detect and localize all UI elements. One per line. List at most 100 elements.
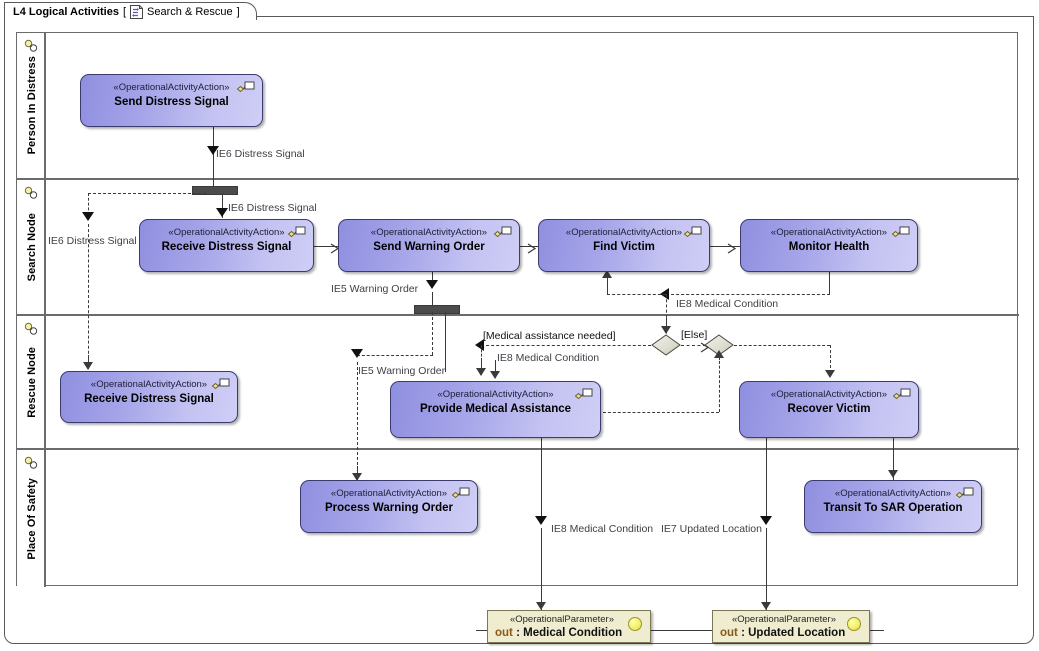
edge-segment [766, 528, 767, 610]
action-pin-icon [451, 487, 470, 499]
swimlane-rescue-node: Rescue Node [17, 316, 1019, 450]
object-flow-segment [88, 193, 206, 194]
activity-diagram-icon [130, 4, 144, 19]
action-stereotype: «OperationalActivityAction» [834, 488, 952, 499]
action-send-distress-signal[interactable]: «OperationalActivityAction» Send Distres… [80, 74, 263, 127]
arrowhead [536, 602, 546, 610]
swimlane-header-search-node[interactable]: Search Node [17, 180, 46, 314]
action-pin-icon [493, 226, 512, 238]
role-part-icon [24, 456, 38, 469]
arrowhead [207, 146, 219, 155]
swimlane-label: Person In Distress [25, 56, 38, 155]
diagram-frame-tab[interactable]: L4 Logical Activities [ Search & Rescue … [4, 2, 257, 20]
arrowhead [888, 470, 898, 478]
arrowhead [351, 349, 363, 358]
parameter-direction: out [495, 627, 513, 639]
arrowhead [661, 326, 671, 334]
action-name: Transit To SAR Operation [823, 502, 963, 514]
action-name: Monitor Health [788, 241, 870, 253]
action-find-victim[interactable]: «OperationalActivityAction» Find Victim [538, 219, 710, 272]
action-process-warning-order[interactable]: «OperationalActivityAction» Process Warn… [300, 480, 478, 533]
edge-segment [520, 246, 538, 247]
action-pin-icon [287, 226, 306, 238]
action-stereotype: «OperationalActivityAction» [565, 227, 683, 238]
role-part-icon [24, 39, 38, 52]
diagram-frame-label: L4 Logical Activities [13, 5, 119, 18]
parameter-stereotype: «OperationalParameter» [509, 614, 615, 625]
guard-medical-assistance-needed: [Medical assistance needed] [483, 330, 616, 342]
arrowhead-open [527, 241, 537, 254]
swimlane-label: Rescue Node [25, 346, 38, 418]
action-monitor-health[interactable]: «OperationalActivityAction» Monitor Heal… [740, 219, 918, 272]
action-transit-to-sar-operation[interactable]: «OperationalActivityAction» Transit To S… [804, 480, 982, 533]
parameter-ball-icon [847, 617, 861, 631]
arrowhead [714, 350, 724, 358]
parameter-name: : Updated Location [741, 627, 846, 639]
edge-segment [893, 438, 894, 480]
action-stereotype: «OperationalActivityAction» [370, 227, 488, 238]
action-name: Receive Distress Signal [161, 241, 292, 253]
arrowhead [825, 370, 835, 378]
parameter-direction: out [720, 627, 738, 639]
decision-node-medical[interactable] [651, 334, 681, 356]
flow-label-ie7-updated-out: IE7 Updated Location [661, 523, 762, 535]
action-name: Process Warning Order [324, 502, 454, 514]
swimlane-label: Place Of Safety [25, 477, 38, 560]
bracket-close: ] [236, 5, 240, 18]
fork-bar-warning-order [414, 305, 460, 314]
arrowhead [602, 270, 612, 278]
action-receive-distress-signal-rescue[interactable]: «OperationalActivityAction» Receive Dist… [60, 371, 238, 423]
arrowhead [475, 339, 484, 351]
arrowhead [760, 516, 772, 525]
action-pin-icon [574, 388, 593, 400]
fork-bar-distress [192, 186, 238, 195]
bracket-open: [ [122, 5, 127, 18]
action-stereotype: «OperationalActivityAction» [330, 488, 448, 499]
swimlane-header-rescue-node[interactable]: Rescue Node [17, 316, 46, 448]
action-name: Recover Victim [787, 403, 871, 415]
edge-segment [766, 438, 767, 516]
object-flow-segment [88, 193, 89, 220]
swimlane-header-place-of-safety[interactable]: Place Of Safety [17, 450, 46, 587]
swimlane-search-node: Search Node [17, 180, 1019, 316]
object-flow-segment [681, 345, 706, 346]
flow-label-ie6-distress-mid: IE6 Distress Signal [228, 202, 317, 214]
action-pin-icon [892, 388, 911, 400]
action-name: Receive Distress Signal [84, 393, 214, 405]
role-part-icon [24, 186, 38, 199]
action-name: Find Victim [593, 241, 655, 253]
flow-label-ie6-distress-left: IE6 Distress Signal [48, 235, 137, 247]
guard-else: [Else] [681, 329, 708, 341]
action-stereotype: «OperationalActivityAction» [113, 82, 230, 93]
action-name: Provide Medical Assistance [419, 403, 572, 415]
edge-segment [650, 630, 712, 631]
parameter-out-medical-condition[interactable]: «OperationalParameter» out : Medical Con… [487, 610, 651, 643]
action-recover-victim[interactable]: «OperationalActivityAction» Recover Vict… [739, 381, 919, 438]
edge-segment [445, 312, 446, 372]
diagram-frame-context: Search & Rescue [147, 5, 233, 18]
parameter-name: : Medical Condition [516, 627, 623, 639]
action-provide-medical-assistance[interactable]: «OperationalActivityAction» Provide Medi… [390, 381, 601, 438]
swimlane-place-of-safety: Place Of Safety [17, 450, 1019, 587]
edge-segment [870, 630, 884, 631]
action-stereotype: «OperationalActivityAction» [770, 227, 888, 238]
parameter-ball-icon [628, 617, 642, 631]
edge-segment [213, 158, 214, 186]
parameter-out-updated-location[interactable]: «OperationalParameter» out : Updated Loc… [712, 610, 870, 643]
action-receive-distress-signal-search[interactable]: «OperationalActivityAction» Receive Dist… [139, 219, 314, 272]
action-send-warning-order[interactable]: «OperationalActivityAction» Send Warning… [338, 219, 520, 272]
object-flow-segment [603, 412, 719, 413]
swimlane-header-person-in-distress[interactable]: Person In Distress [17, 33, 46, 178]
arrowhead [426, 280, 438, 289]
object-flow-segment [432, 312, 433, 355]
edge-segment [710, 246, 740, 247]
arrowhead [490, 371, 500, 379]
action-name: Send Distress Signal [114, 96, 229, 108]
edge-segment [495, 360, 496, 378]
edge-segment [432, 292, 433, 305]
flow-label-ie5-warning-search: IE5 Warning Order [331, 283, 419, 295]
flow-label-ie8-medical-monitor: IE8 Medical Condition [676, 298, 779, 310]
parameter-row: out : Updated Location [713, 626, 869, 641]
action-pin-icon [683, 226, 702, 238]
